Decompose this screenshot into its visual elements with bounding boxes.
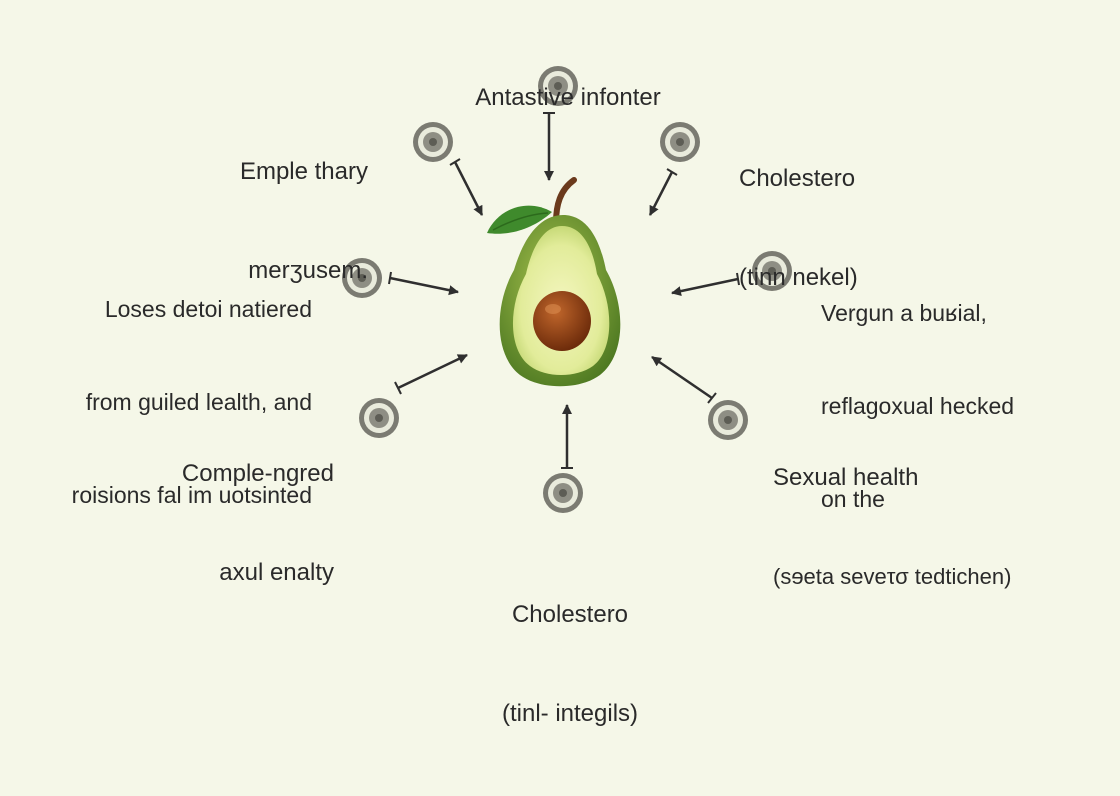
label-top-left: Emple thary merʒusem. bbox=[160, 89, 368, 353]
label-bottom-left: Comple-ngred axul enalty bbox=[120, 391, 334, 655]
label-mid-left-line-2: from guiled lealth, and bbox=[85, 389, 312, 415]
arrow-icon bbox=[543, 112, 555, 181]
avocado-icon bbox=[487, 177, 621, 387]
label-bottom: Cholestero (tinl- integils) bbox=[450, 532, 690, 796]
label-mid-right-line-1: Vergun a buʁial, bbox=[821, 300, 987, 326]
label-bottom-right: Sexual health (sɘeta seveτσ tedtichen) bbox=[773, 395, 1073, 659]
label-top-left-line-2: merʒusem. bbox=[248, 257, 368, 284]
avocado-pit bbox=[533, 291, 591, 351]
label-top-right-line-2: (tinn nekel) bbox=[739, 264, 858, 291]
label-mid-right: Vergun a buʁial, reflaɡoxual hecked on t… bbox=[821, 236, 1081, 577]
arrow-icon bbox=[651, 355, 717, 404]
arrow-icon bbox=[648, 168, 678, 216]
arrow-icon bbox=[388, 271, 459, 296]
node-icon bbox=[543, 473, 583, 513]
label-top-line-1: Antastive infonter bbox=[475, 84, 661, 111]
label-top-right-line-1: Cholestero bbox=[739, 165, 856, 192]
node-icon bbox=[359, 398, 399, 438]
label-bottom-line-2: (tinl- integils) bbox=[501, 700, 639, 727]
arrow-icon bbox=[449, 158, 484, 216]
label-mid-right-line-2: reflaɡoxual hecked bbox=[821, 393, 1015, 419]
arrow-icon bbox=[671, 272, 740, 297]
label-mid-left-line-3: roisions fal im uotsinted bbox=[71, 482, 312, 508]
label-bottom-line-1: Cholestero bbox=[511, 601, 629, 628]
label-mid-right-line-3: on the bbox=[821, 486, 885, 512]
arrow-icon bbox=[561, 404, 573, 469]
label-bottom-left-line-2: axul enalty bbox=[219, 559, 334, 586]
label-bottom-right-line-2: (sɘeta seveτσ tedtichen) bbox=[773, 564, 1012, 589]
label-top-left-line-1: Emple thary bbox=[239, 158, 368, 185]
label-bottom-right-line-1: Sexual health bbox=[773, 464, 919, 491]
diagram: Antastive infonter Emple thary merʒusem.… bbox=[20, 15, 1081, 727]
label-bottom-left-line-1: Comple-ngred bbox=[181, 460, 334, 487]
arrows bbox=[388, 112, 740, 469]
node-icon bbox=[708, 400, 748, 440]
arrow-icon bbox=[394, 353, 468, 395]
label-mid-left: Loses detoi natiered from guiled lealth,… bbox=[20, 232, 312, 573]
leaf-icon bbox=[487, 205, 552, 234]
diagram-graphics bbox=[342, 66, 792, 513]
label-top: Antastive infonter bbox=[430, 15, 706, 180]
label-mid-left-line-1: Loses detoi natiered bbox=[104, 296, 312, 322]
label-top-right: Cholestero (tinn nekel) bbox=[739, 96, 959, 360]
